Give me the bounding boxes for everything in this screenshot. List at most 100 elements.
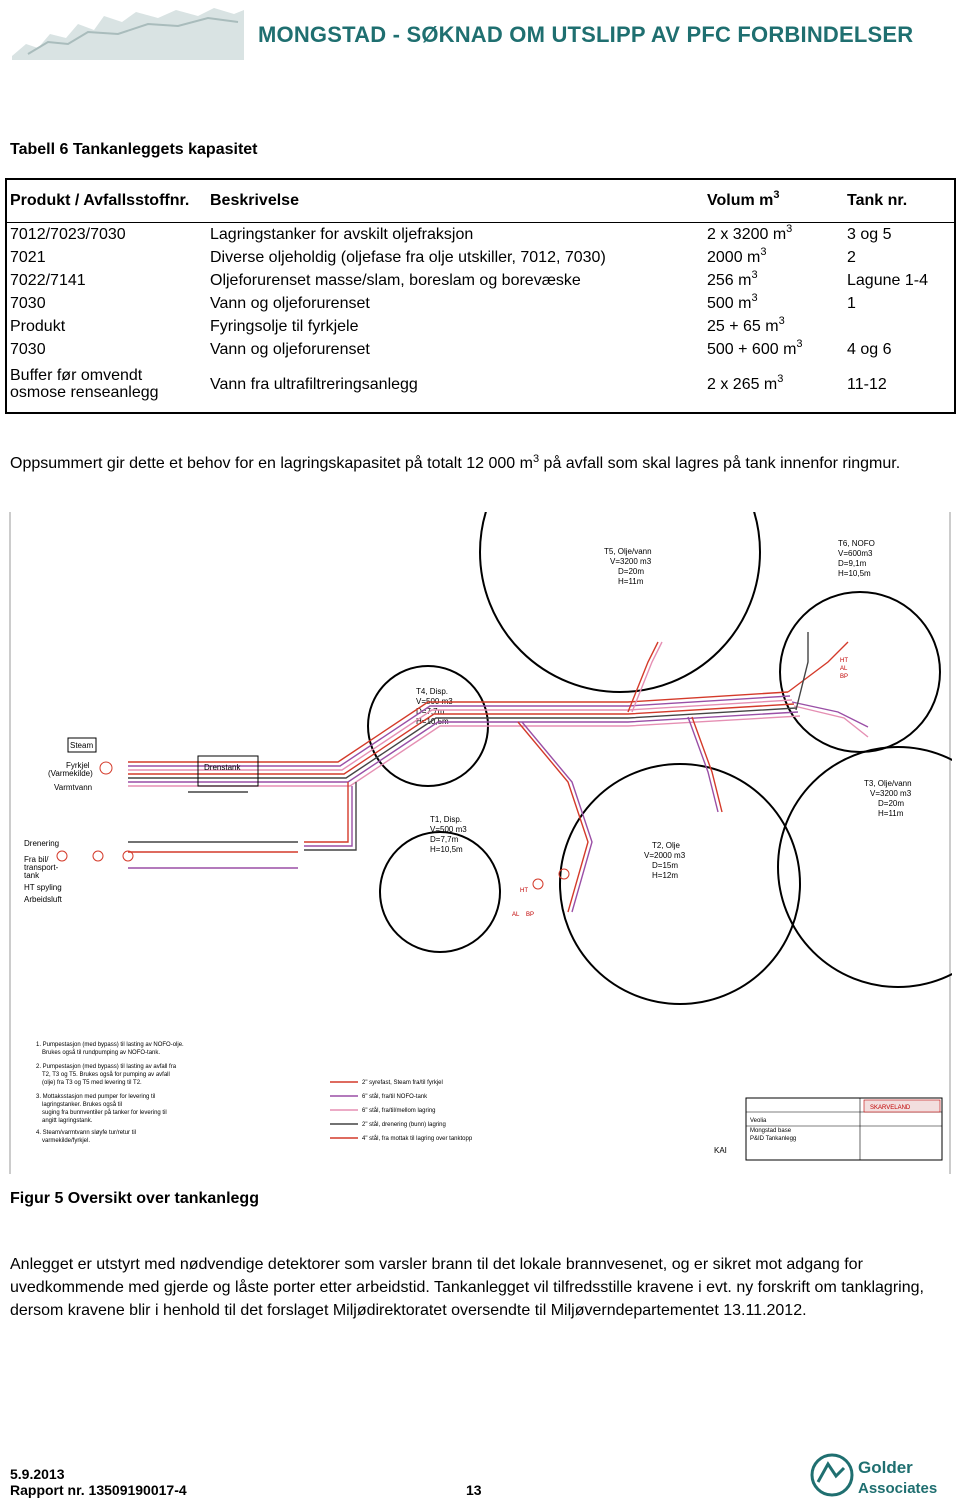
table-row: Buffer før omvendt osmose renseanlegg Va… (5, 361, 954, 407)
tank-capacity-table: Produkt / Avfallsstoffnr. Beskrivelse Vo… (5, 178, 954, 407)
summary-paragraph: Oppsummert gir dette et behov for en lag… (10, 453, 901, 473)
svg-text:V=3200 m3: V=3200 m3 (870, 789, 912, 798)
svg-text:Brukes også til rundpumping av: Brukes også til rundpumping av NOFO-tank… (42, 1049, 160, 1056)
cell-beskrivelse: Lagringstanker for avskilt oljefraksjon (210, 226, 474, 243)
svg-text:6" stål, fra/til/mellom lagrin: 6" stål, fra/til/mellom lagring (362, 1107, 436, 1114)
body-paragraph: Anlegget er utstyrt med nødvendige detek… (10, 1256, 924, 1319)
diagram-legend: 2" syrefast, Steam fra/til fyrkjel 6" st… (330, 1080, 473, 1142)
cell-volum: 25 + 65 m3 (707, 315, 785, 336)
svg-text:HT: HT (840, 658, 848, 664)
cell-produkt: Produkt (10, 318, 66, 335)
header-volum: Volum m3 (702, 178, 842, 223)
table-header-row: Produkt / Avfallsstoffnr. Beskrivelse Vo… (5, 178, 954, 223)
svg-text:T1, Disp.: T1, Disp. (430, 815, 462, 824)
tank-t5-circle (479, 512, 761, 693)
svg-text:2" syrefast, Steam fra/til fyr: 2" syrefast, Steam fra/til fyrkjel (362, 1080, 443, 1086)
svg-text:AL: AL (512, 912, 520, 918)
svg-text:Mongstad base: Mongstad base (750, 1128, 792, 1134)
cell-tank (842, 315, 954, 338)
svg-text:P&ID Tankanlegg: P&ID Tankanlegg (750, 1136, 796, 1142)
svg-text:H=11m: H=11m (878, 809, 904, 818)
cell-volum: 2 x 3200 m3 (707, 223, 793, 244)
svg-text:tank: tank (24, 871, 40, 880)
tank-t5-label: T5, Olje/vann V=3200 m3 D=20m H=11m (604, 547, 652, 586)
table-row: 7021 Diverse oljeholdig (oljefase fra ol… (5, 246, 954, 269)
table-row: 7030 Vann og oljeforurenset 500 m3 1 (5, 292, 954, 315)
tank-t2-circle (559, 763, 801, 1005)
svg-text:Veolia: Veolia (750, 1118, 767, 1124)
svg-text:(olje) fra T3 og T5 med leveri: (olje) fra T3 og T5 med levering til T2. (42, 1080, 142, 1086)
table-row: Produkt Fyringsolje til fyrkjele 25 + 65… (5, 315, 954, 338)
svg-text:Golder: Golder (858, 1458, 913, 1477)
svg-text:transport-: transport- (24, 863, 59, 872)
table-row: 7022/7141 Oljeforurenset masse/slam, bor… (5, 269, 954, 292)
cell-beskrivelse: Oljeforurenset masse/slam, boreslam og b… (210, 272, 581, 289)
cell-produkt: 7030 (10, 295, 46, 312)
svg-text:BP: BP (526, 912, 534, 918)
header-beskrivelse: Beskrivelse (205, 178, 702, 223)
cell-beskrivelse: Fyringsolje til fyrkjele (210, 318, 359, 335)
svg-text:Arbeidsluft: Arbeidsluft (24, 895, 63, 904)
cell-tank: 2 (847, 249, 856, 266)
svg-text:V=2000 m3: V=2000 m3 (644, 851, 686, 860)
cell-produkt: 7021 (10, 249, 46, 266)
svg-text:H=10,5m: H=10,5m (416, 717, 449, 726)
port-markers: HT AL BP HT AL BP (512, 658, 848, 918)
svg-text:T5, Olje/vann: T5, Olje/vann (604, 547, 652, 556)
svg-text:1. Pumpestasjon (med bypass) t: 1. Pumpestasjon (med bypass) til lasting… (36, 1042, 184, 1048)
footer-date: 5.9.2013 (10, 1466, 65, 1482)
table-title: Tabell 6 Tankanleggets kapasitet (10, 141, 258, 158)
cell-produkt: 7012/7023/7030 (10, 226, 126, 243)
svg-text:H=10,5m: H=10,5m (430, 845, 463, 854)
cell-tank: Lagune 1-4 (847, 272, 928, 289)
drawing-title-block: SKARVELAND Veolia Mongstad base P&ID Tan… (714, 1097, 943, 1161)
cell-tank: 1 (847, 295, 856, 312)
cell-tank: 3 og 5 (847, 226, 892, 243)
tank-t2-label: T2, Olje V=2000 m3 D=15m H=12m (644, 841, 686, 880)
svg-text:T4, Disp.: T4, Disp. (416, 687, 448, 696)
pipe-bundle (128, 632, 869, 913)
cell-produkt: Buffer før omvendt osmose renseanlegg (10, 367, 159, 401)
svg-text:Steam: Steam (70, 741, 93, 750)
left-equipment: Steam Fyrkjel (Varmekilde) Varmtvann Dre… (24, 737, 259, 904)
tank-t3-label: T3, Olje/vann V=3200 m3 D=20m H=11m (864, 779, 912, 818)
cell-tank: 11-12 (847, 375, 887, 393)
svg-text:varmekilde/fyrkjel.: varmekilde/fyrkjel. (42, 1138, 90, 1144)
svg-text:Fyrkjel: Fyrkjel (66, 761, 90, 770)
cell-beskrivelse: Vann og oljeforurenset (210, 295, 370, 312)
page-number: 13 (466, 1482, 482, 1498)
svg-text:H=12m: H=12m (652, 871, 678, 880)
svg-text:D=9,1m: D=9,1m (838, 559, 867, 568)
cell-produkt: 7022/7141 (10, 272, 86, 289)
svg-text:HT: HT (520, 888, 528, 894)
cell-volum: 256 m3 (707, 269, 758, 290)
svg-text:D=20m: D=20m (878, 799, 904, 808)
tank-facility-diagram: T5, Olje/vann V=3200 m3 D=20m H=11m T6, … (8, 512, 952, 1174)
svg-text:(Varmekilde): (Varmekilde) (48, 769, 93, 778)
table-row: 7030 Vann og oljeforurenset 500 + 600 m3… (5, 338, 954, 361)
svg-text:D=15m: D=15m (652, 861, 678, 870)
svg-text:Drenering: Drenering (24, 839, 59, 848)
svg-text:lagringstanker. Brukes også ti: lagringstanker. Brukes også til (42, 1101, 122, 1108)
svg-text:angitt lagringstank.: angitt lagringstank. (42, 1118, 93, 1124)
cell-beskrivelse: Vann fra ultrafiltreringsanlegg (210, 375, 418, 393)
footer-report-number: Rapport nr. 13509190017-4 (10, 1482, 187, 1498)
svg-text:Varmtvann: Varmtvann (54, 783, 92, 792)
svg-text:KAI: KAI (714, 1146, 727, 1155)
header-title: MONGSTAD - SØKNAD OM UTSLIPP AV PFC FORB… (258, 22, 914, 47)
svg-text:V=600m3: V=600m3 (838, 549, 873, 558)
svg-text:T3, Olje/vann: T3, Olje/vann (864, 779, 912, 788)
svg-text:H=10,5m: H=10,5m (838, 569, 871, 578)
norway-map-logo (8, 4, 248, 64)
golder-associates-logo: Golder Associates (810, 1453, 937, 1497)
svg-text:Drenstank: Drenstank (204, 763, 241, 772)
figure-caption: Figur 5 Oversikt over tankanlegg (10, 1190, 259, 1207)
svg-text:2" stål, drenering (bunn) lagr: 2" stål, drenering (bunn) lagring (362, 1121, 446, 1128)
svg-text:T2, T3 og T5. Brukes også for: T2, T3 og T5. Brukes også for pumping av… (42, 1071, 170, 1078)
svg-text:V=3200 m3: V=3200 m3 (610, 557, 652, 566)
svg-text:V=500 m3: V=500 m3 (430, 825, 467, 834)
cell-beskrivelse: Vann og oljeforurenset (210, 341, 370, 358)
svg-text:H=11m: H=11m (618, 577, 644, 586)
svg-text:BP: BP (840, 674, 848, 680)
svg-text:4. Steam/varmtvann sløyfe tur/: 4. Steam/varmtvann sløyfe tur/retur til (36, 1130, 136, 1136)
